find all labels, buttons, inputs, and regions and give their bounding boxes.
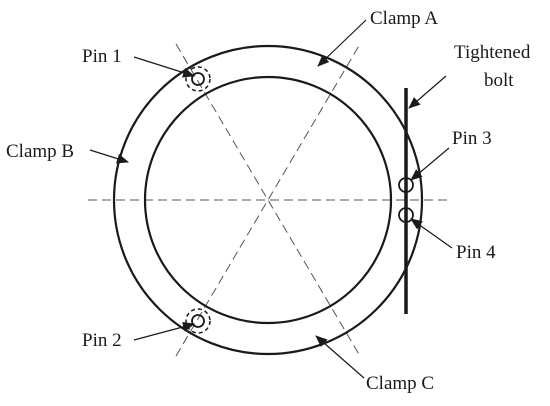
pin-1-label: Pin 1 xyxy=(82,46,122,67)
pin-4-leader xyxy=(410,218,453,249)
clamp-ring xyxy=(112,44,424,356)
pin-4-label: Pin 4 xyxy=(456,242,496,263)
pin-2-label: Pin 2 xyxy=(82,330,122,351)
pin-1 xyxy=(185,66,211,92)
diagonal-centerline-1 xyxy=(175,43,361,357)
inner-ring-circle xyxy=(143,75,393,325)
pin-3-label: Pin 3 xyxy=(452,128,492,149)
clamp-a-leader xyxy=(317,19,367,67)
pin-1-dashed-outline xyxy=(185,66,211,92)
pin-2 xyxy=(185,308,211,334)
clamp-c-label: Clamp C xyxy=(366,373,434,394)
clamp-b-leader xyxy=(89,149,129,164)
leader-lines xyxy=(89,19,453,379)
clamp-b-label: Clamp B xyxy=(6,141,74,162)
pin-1-leader xyxy=(133,56,195,78)
pin-1-circle xyxy=(191,72,205,86)
clamp-a-label: Clamp A xyxy=(370,8,438,29)
pin-2-circle xyxy=(191,314,205,328)
center-lines xyxy=(88,43,448,357)
pin-3-leader xyxy=(410,147,450,181)
bolt-label-line1: Tightened xyxy=(454,42,531,63)
bolt-leader xyxy=(408,75,447,109)
clamp-c-leader xyxy=(315,335,365,379)
pin-2-dashed-outline xyxy=(185,308,211,334)
bolt-label-line2: bolt xyxy=(484,70,514,91)
pin-2-leader xyxy=(133,322,195,341)
labels: Clamp A Pin 1 Tightened bolt Clamp B Pin… xyxy=(6,8,531,394)
outer-ring-circle xyxy=(112,44,424,356)
diagonal-centerline-2 xyxy=(175,43,361,357)
